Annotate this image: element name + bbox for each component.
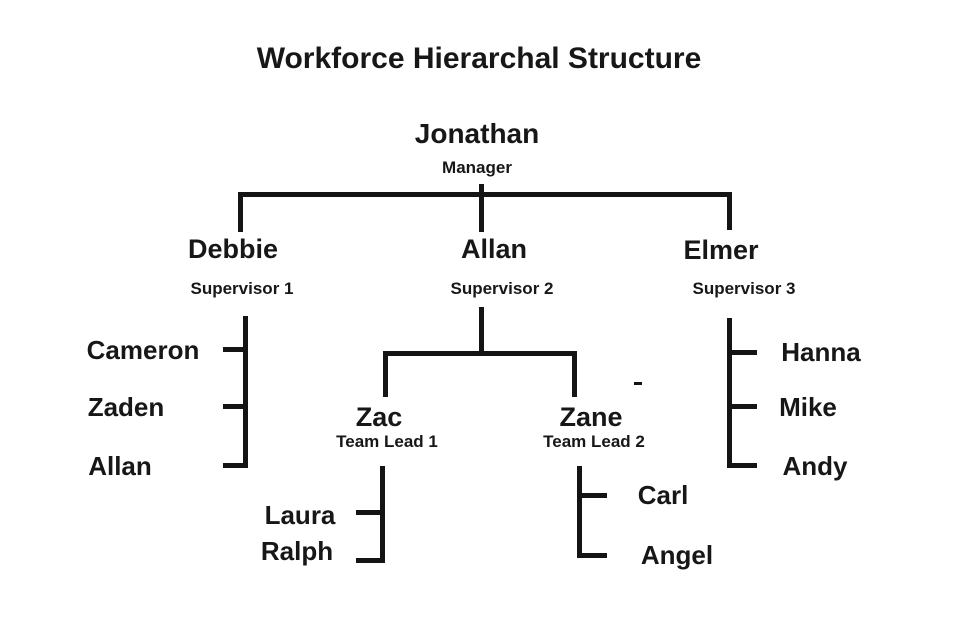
supervisor-1-report-1: Cameron (86, 335, 200, 365)
connector-zane-drop (572, 351, 577, 397)
connector-zane-reports-vertical (577, 466, 582, 558)
manager-role: Manager (442, 158, 512, 177)
connector-allan-stem (479, 307, 484, 355)
supervisor-1-report-2: Zaden (87, 392, 165, 422)
connector-teamleads-horizontal (383, 351, 577, 356)
chart-title: Workforce Hierarchal Structure (256, 42, 702, 75)
connector-allan-report-tick (223, 463, 245, 468)
team-lead-1-role: Team Lead 1 (336, 432, 438, 451)
connector-angel-tick (580, 553, 607, 558)
team-lead-2-report-2: Angel (640, 540, 714, 570)
connector-zaden-tick (223, 404, 245, 409)
connector-zac-drop (383, 351, 388, 397)
connector-debbie-reports-vertical (243, 316, 248, 468)
connector-debbie-drop (238, 192, 243, 232)
connector-ralph-tick (356, 558, 381, 563)
supervisor-3-role: Supervisor 3 (692, 279, 796, 298)
supervisor-3-report-2: Mike (779, 392, 837, 422)
team-lead-1-report-1: Laura (264, 500, 336, 530)
connector-mike-tick (730, 404, 757, 409)
team-lead-1-report-2: Ralph (260, 536, 334, 566)
connector-manager-stem (479, 184, 484, 232)
supervisor-3-report-3: Andy (782, 451, 848, 481)
connector-elmer-drop (727, 192, 732, 230)
supervisor-3-report-1: Hanna (781, 337, 861, 367)
supervisor-2-name: Allan (460, 234, 528, 264)
connector-andy-tick (730, 463, 757, 468)
stray-dash-mark (634, 382, 642, 385)
team-lead-2-role: Team Lead 2 (543, 432, 645, 451)
supervisor-1-role: Supervisor 1 (190, 279, 294, 298)
supervisor-1-name: Debbie (187, 234, 279, 264)
supervisor-2-role: Supervisor 2 (450, 279, 554, 298)
team-lead-2-name: Zane (559, 402, 623, 432)
supervisor-3-name: Elmer (683, 235, 759, 265)
connector-elmer-reports-vertical (727, 318, 732, 468)
connector-hanna-tick (730, 350, 757, 355)
connector-cameron-tick (223, 347, 245, 352)
manager-name: Jonathan (414, 118, 540, 149)
team-lead-2-report-1: Carl (637, 480, 689, 510)
connector-supervisors-horizontal (238, 192, 732, 197)
connector-carl-tick (580, 493, 607, 498)
supervisor-1-report-3: Allan (88, 451, 152, 481)
connector-laura-tick (356, 510, 381, 515)
team-lead-1-name: Zac (355, 402, 403, 432)
connector-zac-reports-vertical (380, 466, 385, 563)
